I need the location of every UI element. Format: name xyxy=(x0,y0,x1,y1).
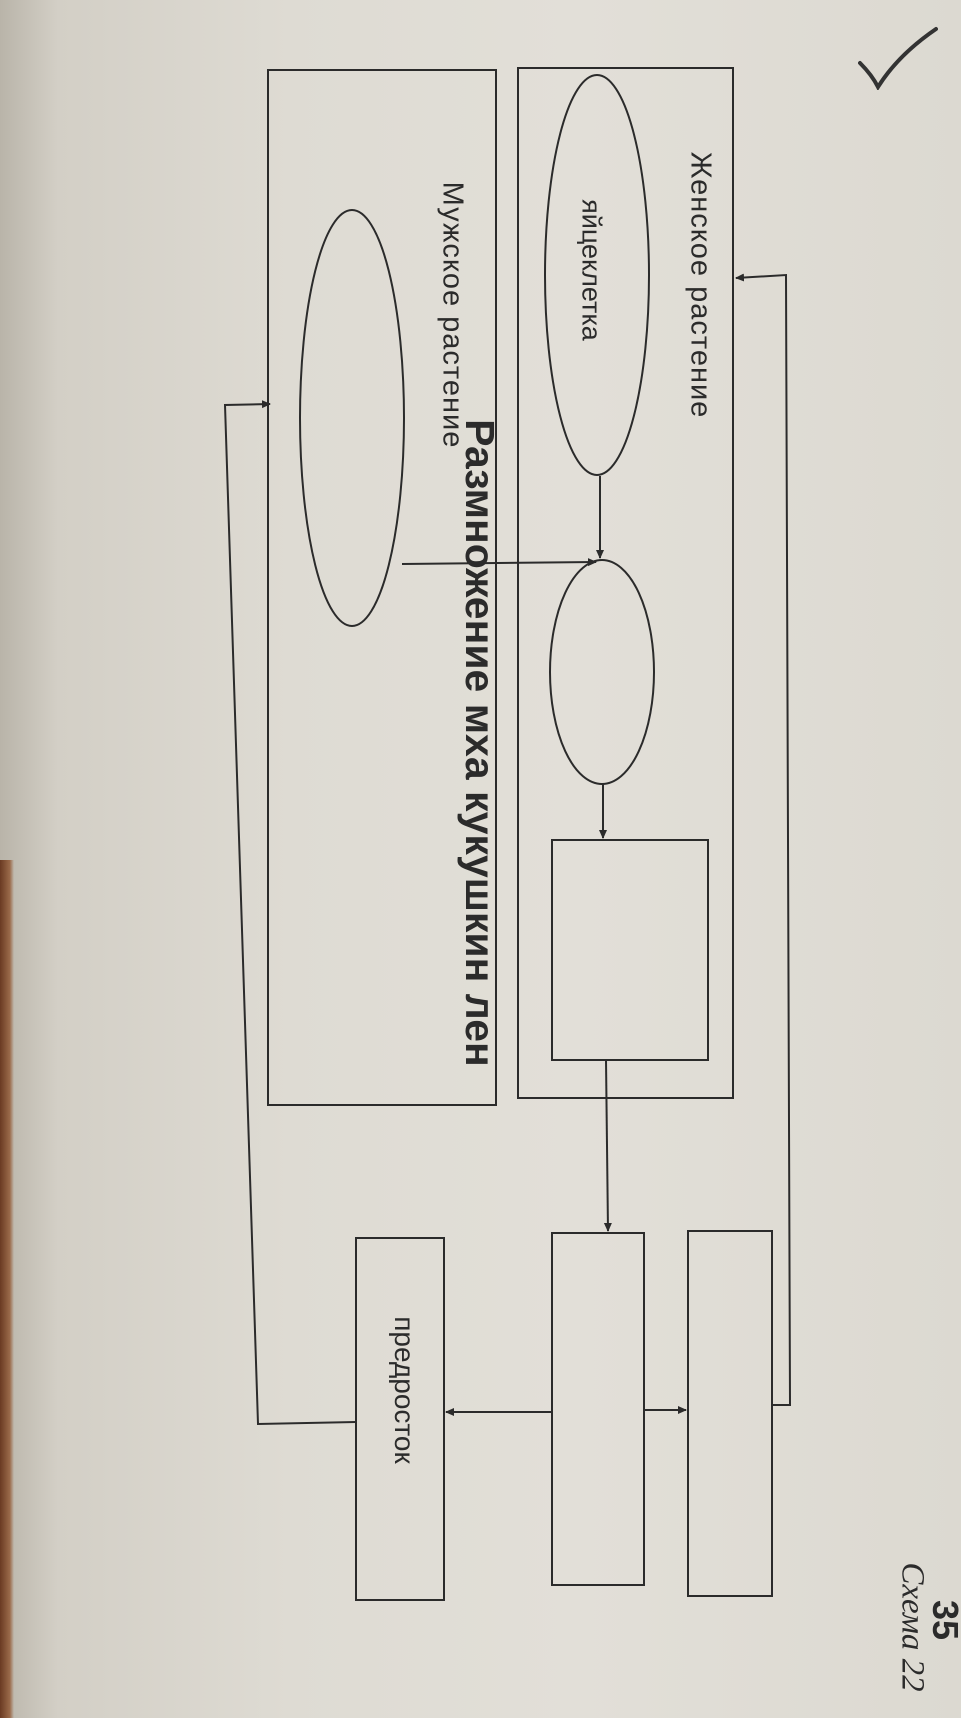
checkmark-icon xyxy=(858,27,938,90)
sporophyte-box xyxy=(551,839,709,1061)
egg-cell-ellipse xyxy=(544,74,650,476)
arrow-protonema-to-male xyxy=(223,400,357,1426)
book-spine xyxy=(0,860,14,1718)
arrow-sporophyte-to-spores xyxy=(603,1059,612,1232)
spores-box xyxy=(551,1232,645,1586)
zygote-ellipse xyxy=(549,559,655,785)
protonema-box xyxy=(355,1237,445,1601)
young-plants-box xyxy=(687,1230,773,1597)
male-plant-label: Мужское растение xyxy=(436,181,469,449)
protonema-label: предросток xyxy=(389,1316,420,1464)
female-plant-label: Женское растение xyxy=(684,151,717,419)
arrow-young-plants-to-female xyxy=(735,273,792,1406)
page-number: 35 xyxy=(925,1599,961,1641)
arrow-sperm-to-zygote xyxy=(401,558,597,567)
egg-cell-label: яйцеклетка xyxy=(576,199,607,341)
sperm-ellipse xyxy=(299,209,405,627)
female-plant-box xyxy=(517,67,734,1099)
male-plant-box xyxy=(267,69,497,1106)
